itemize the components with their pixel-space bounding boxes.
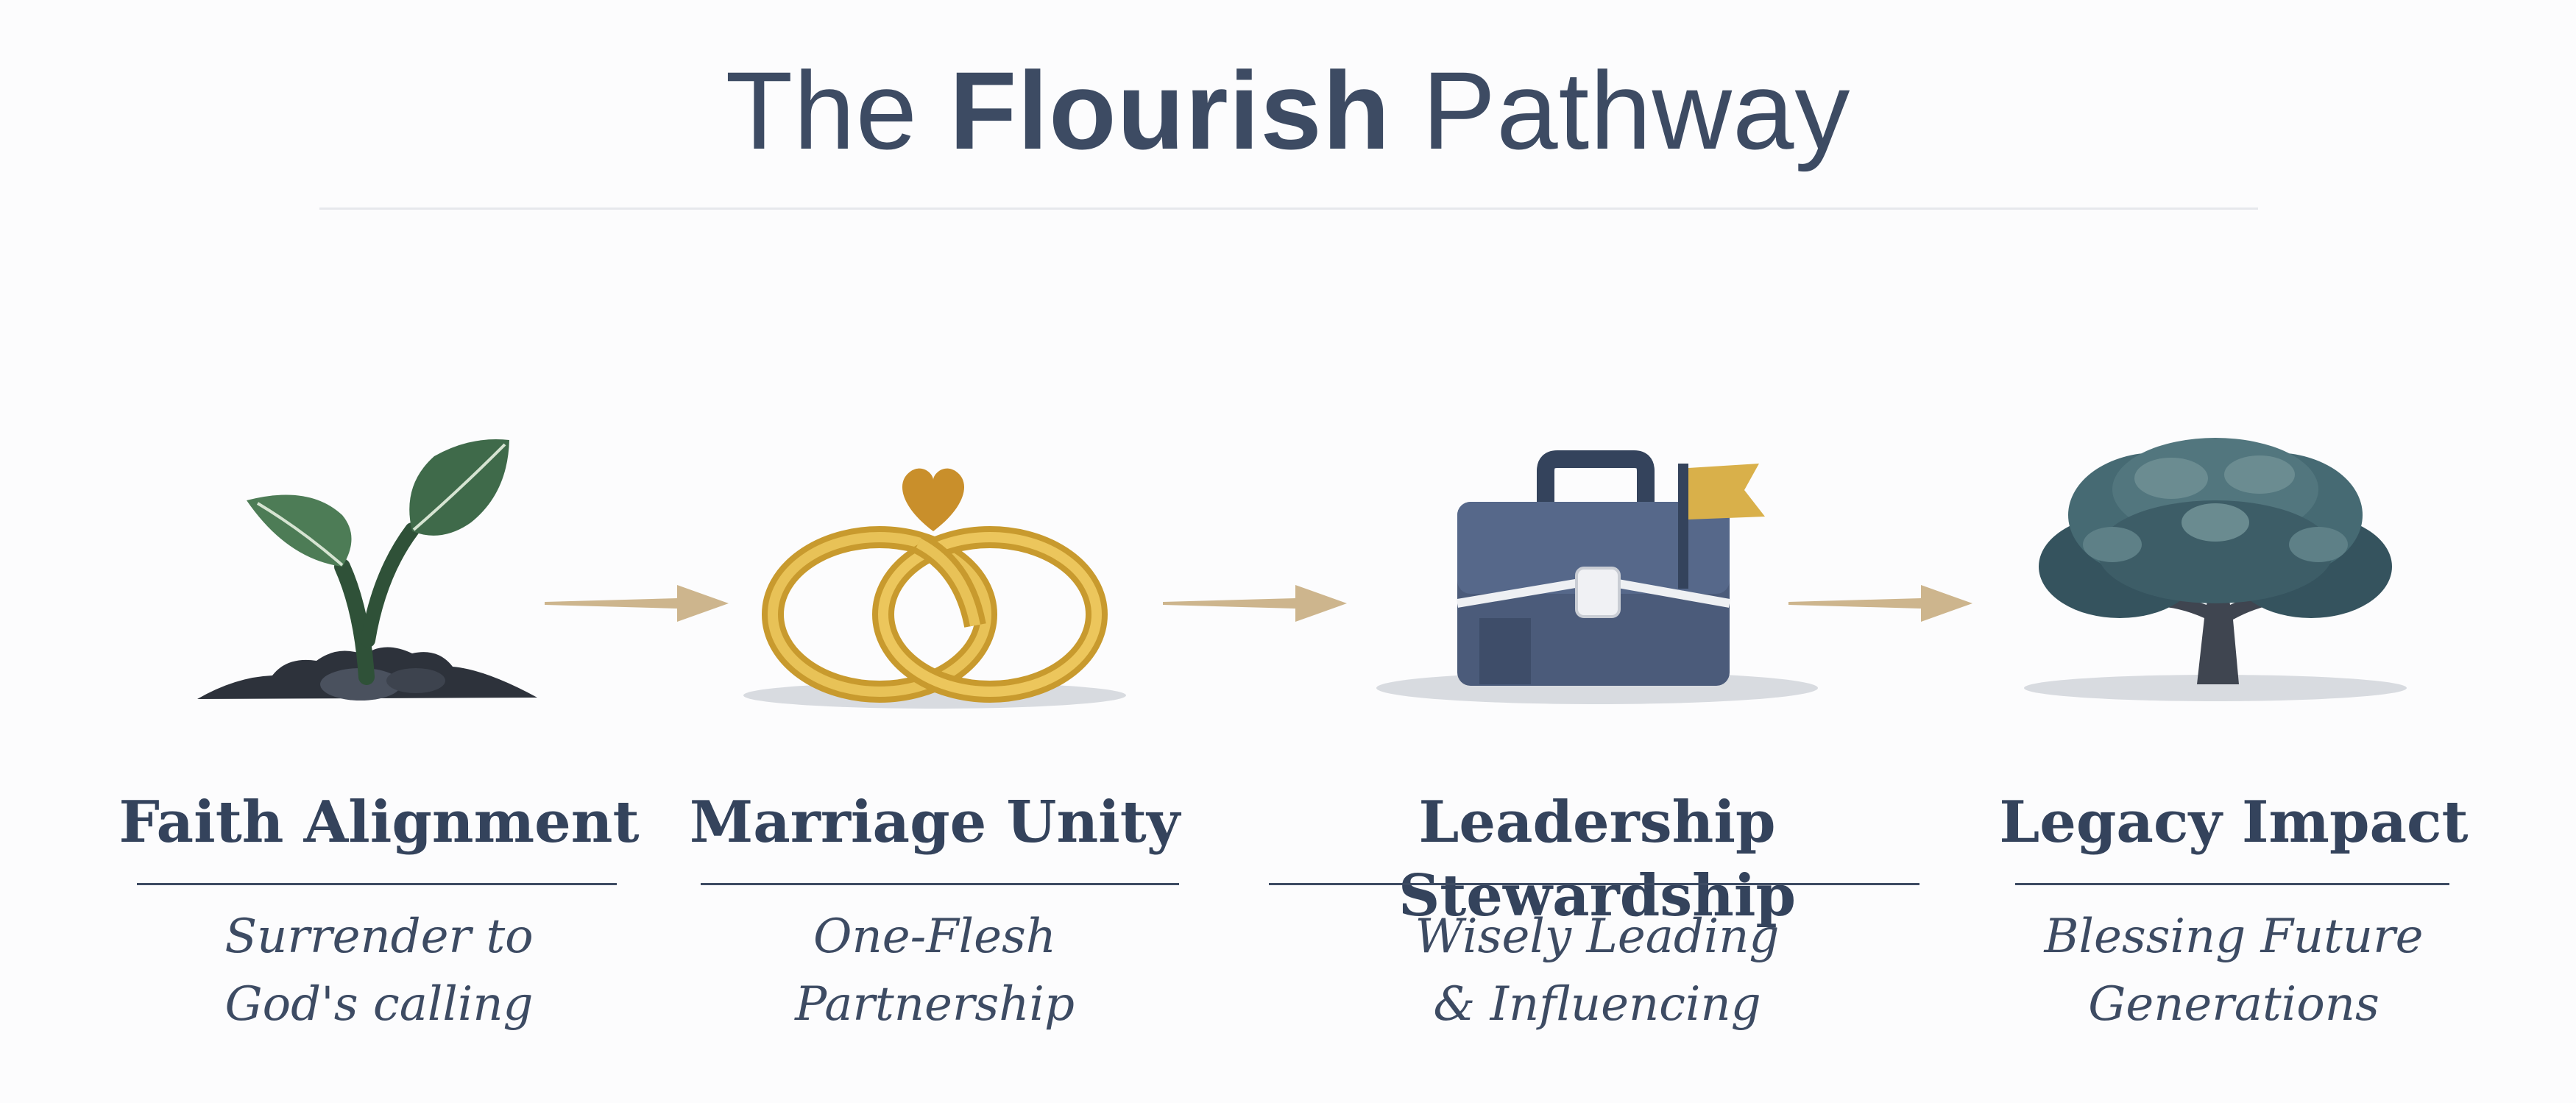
stage-description-line: One-Flesh: [813, 909, 1056, 964]
title-suffix: Pathway: [1422, 49, 1851, 172]
stage-description-legacy-impact: Blessing Future Generations: [1987, 903, 2480, 1038]
stage-label-marriage-unity: Marriage Unity: [689, 789, 1181, 856]
stage-description-line: & Influencing: [1433, 977, 1761, 1032]
stage-divider: [1269, 883, 1919, 885]
stage-divider: [701, 883, 1179, 885]
stage-description-leadership-stewardship: Wisely Leading & Influencing: [1244, 903, 1950, 1038]
arrow-right-icon: [1163, 585, 1347, 622]
stage-description-line: Partnership: [795, 977, 1075, 1032]
stage-description-marriage-unity: One-Flesh Partnership: [677, 903, 1192, 1038]
stage-description-line: Surrender to: [224, 909, 534, 964]
arrow-right-icon: [1788, 585, 1972, 622]
page-title: The Flourish Pathway: [0, 40, 2576, 180]
stage-label-faith-alignment: Faith Alignment: [118, 789, 640, 856]
stage-description-line: God's calling: [224, 977, 534, 1032]
stage-divider: [137, 883, 617, 885]
title-divider: [319, 208, 2258, 210]
stage-divider: [2015, 883, 2449, 885]
stage-description-line: Generations: [2088, 977, 2379, 1032]
wedding-rings-icon: [743, 468, 1126, 709]
briefcase-flag-icon: [1376, 450, 1818, 704]
stage-label-legacy-impact: Legacy Impact: [1999, 789, 2469, 856]
stage-description-line: Wisely Leading: [1415, 909, 1780, 964]
stage-description-faith-alignment: Surrender to God's calling: [118, 903, 640, 1038]
title-emphasis: Flourish: [949, 49, 1391, 172]
arrow-right-icon: [545, 585, 729, 622]
stage-description-line: Blessing Future: [2044, 909, 2424, 964]
tree-icon: [2024, 438, 2407, 701]
sprout-icon: [197, 439, 537, 701]
stage-label-leadership-stewardship: Leadership Stewardship: [1398, 789, 1797, 929]
title-prefix: The: [725, 49, 919, 172]
